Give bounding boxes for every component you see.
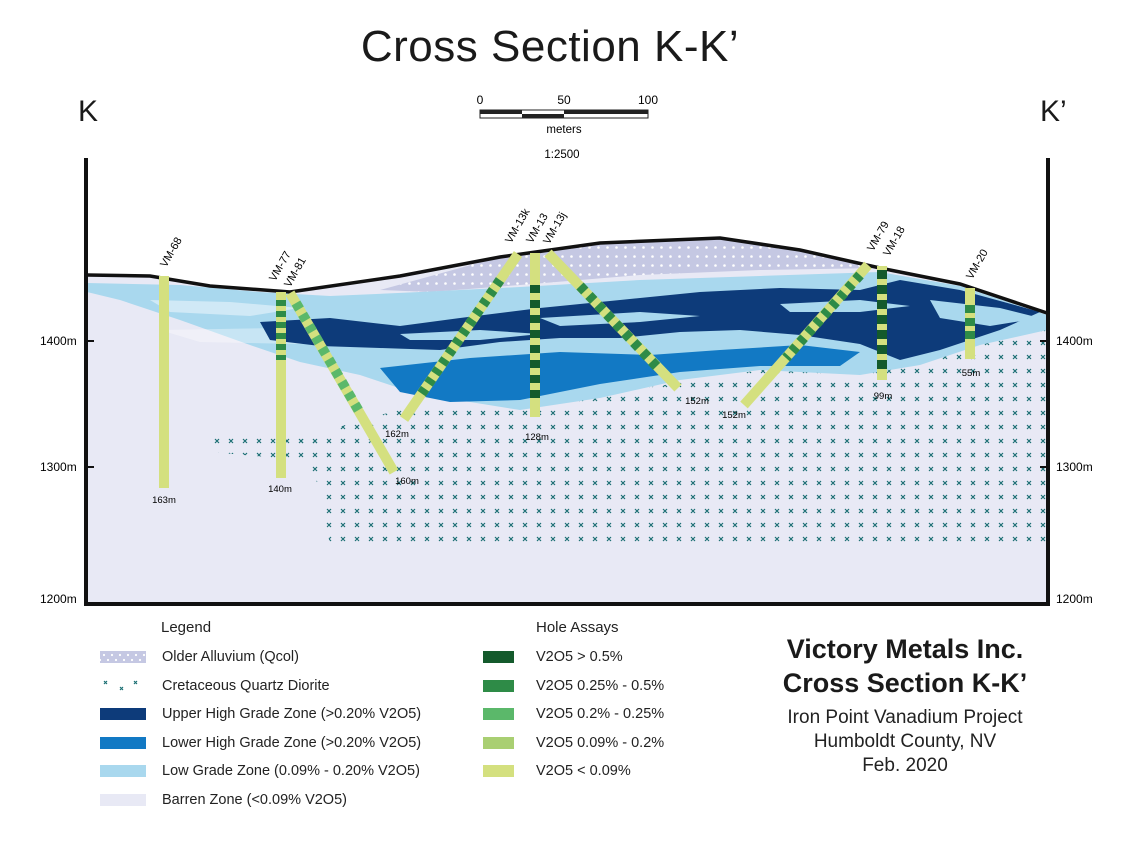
legend-swatch (100, 765, 146, 777)
legend-heading: Legend (161, 619, 212, 636)
assay-legend-label: V2O5 > 0.5% (536, 649, 623, 665)
legend-item-label: Barren Zone (<0.09% V2O5) (162, 791, 347, 808)
assay-swatch (483, 708, 514, 720)
page-title: Cross Section K-K’ (360, 22, 740, 71)
ground-surface-line (86, 236, 1048, 315)
elevation-label-left-1200: 1200m (40, 592, 77, 606)
legend-item: Upper High Grade Zone (>0.20% V2O5) (100, 703, 421, 725)
legend-swatch (100, 708, 146, 720)
section-start-marker: K (78, 95, 99, 128)
elevation-label-left-1400: 1400m (40, 334, 77, 348)
elevation-label-right-1400: 1400m (1056, 334, 1093, 348)
assay-legend-item: V2O5 0.09% - 0.2% (483, 732, 664, 754)
legend-item: Low Grade Zone (0.09% - 0.20% V2O5) (100, 760, 420, 782)
scale-tick-50: 50 (557, 93, 571, 107)
assay-legend-label: V2O5 < 0.09% (536, 763, 631, 779)
hole-depth-vm-79: 152m (722, 410, 746, 421)
company-name: Victory Metals Inc. (786, 634, 1024, 664)
legend-item-label: Upper High Grade Zone (>0.20% V2O5) (162, 706, 422, 722)
hole-depth-vm-77: 140m (268, 484, 292, 495)
hole-depth-vm-68: 163m (152, 495, 176, 506)
hole-depth-vm-20: 55m (962, 368, 981, 379)
legend-swatch (100, 651, 146, 663)
assay-legend-item: V2O5 0.25% - 0.5% (483, 675, 664, 697)
county-name: Humboldt County, NV (813, 731, 997, 752)
assay-swatch (483, 651, 514, 663)
assay-swatch (483, 679, 514, 692)
hole-depth-vm-13: 128m (525, 432, 549, 443)
assay-swatch (483, 736, 514, 749)
quartz-diorite-zone (300, 320, 1047, 545)
assay-legend-label: V2O5 0.2% - 0.25% (536, 706, 665, 722)
scale-tick-0: 0 (477, 93, 484, 107)
geology-layers (87, 238, 1047, 604)
legend-swatch (100, 793, 146, 806)
scale-bar: 0 50 100 meters 1:2500 (477, 93, 659, 161)
legend-swatch (100, 736, 146, 749)
legend-swatch (103, 680, 138, 690)
elevation-label-right-1300: 1300m (1056, 460, 1093, 474)
section-frame (84, 158, 1050, 606)
assay-swatch (483, 765, 514, 777)
scale-unit: meters (546, 124, 581, 136)
legend-item-label: Older Alluvium (Qcol) (162, 649, 299, 665)
assay-legend-label: V2O5 0.09% - 0.2% (536, 734, 665, 751)
section-name: Cross Section K-K’ (782, 668, 1028, 698)
assay-legend-item: V2O5 > 0.5% (483, 646, 623, 668)
hole-depth-vm-81: 160m (395, 476, 419, 487)
hole-depth-vm-18: 99m (874, 391, 893, 402)
legend-item: Barren Zone (<0.09% V2O5) (100, 789, 347, 811)
assay-legend-heading: Hole Assays (536, 619, 619, 636)
assay-legend-item: V2O5 0.2% - 0.25% (483, 703, 664, 725)
date: Feb. 2020 (862, 755, 948, 776)
legend-item-label: Low Grade Zone (0.09% - 0.20% V2O5) (162, 763, 420, 779)
project-name: Iron Point Vanadium Project (787, 707, 1023, 728)
legend-item-label: Cretaceous Quartz Diorite (162, 677, 330, 694)
lower-high-grade-zone (380, 345, 860, 402)
scale-tick-100: 100 (638, 93, 658, 107)
legend-item-label: Lower High Grade Zone (>0.20% V2O5) (162, 734, 422, 751)
hole-name-vm-68: VM-68 (158, 235, 185, 269)
elevation-label-right-1200: 1200m (1056, 592, 1093, 606)
legend-item: Lower High Grade Zone (>0.20% V2O5) (100, 732, 421, 754)
legend-item: Cretaceous Quartz Diorite (100, 675, 330, 697)
scale-ratio: 1:2500 (544, 149, 579, 161)
legend-item: Older Alluvium (Qcol) (100, 646, 299, 668)
section-end-marker: K’ (1040, 95, 1067, 128)
hole-depth-vm-13k: 162m (385, 429, 409, 440)
elevation-label-left-1300: 1300m (40, 460, 77, 474)
assay-legend-label: V2O5 0.25% - 0.5% (536, 677, 665, 694)
assay-legend-item: V2O5 < 0.09% (483, 760, 631, 782)
title-block: Victory Metals Inc. Cross Section K-K’ I… (750, 632, 1060, 778)
hole-name-vm-20: VM-20 (964, 247, 991, 281)
hole-depth-vm-13j: 152m (685, 396, 709, 407)
